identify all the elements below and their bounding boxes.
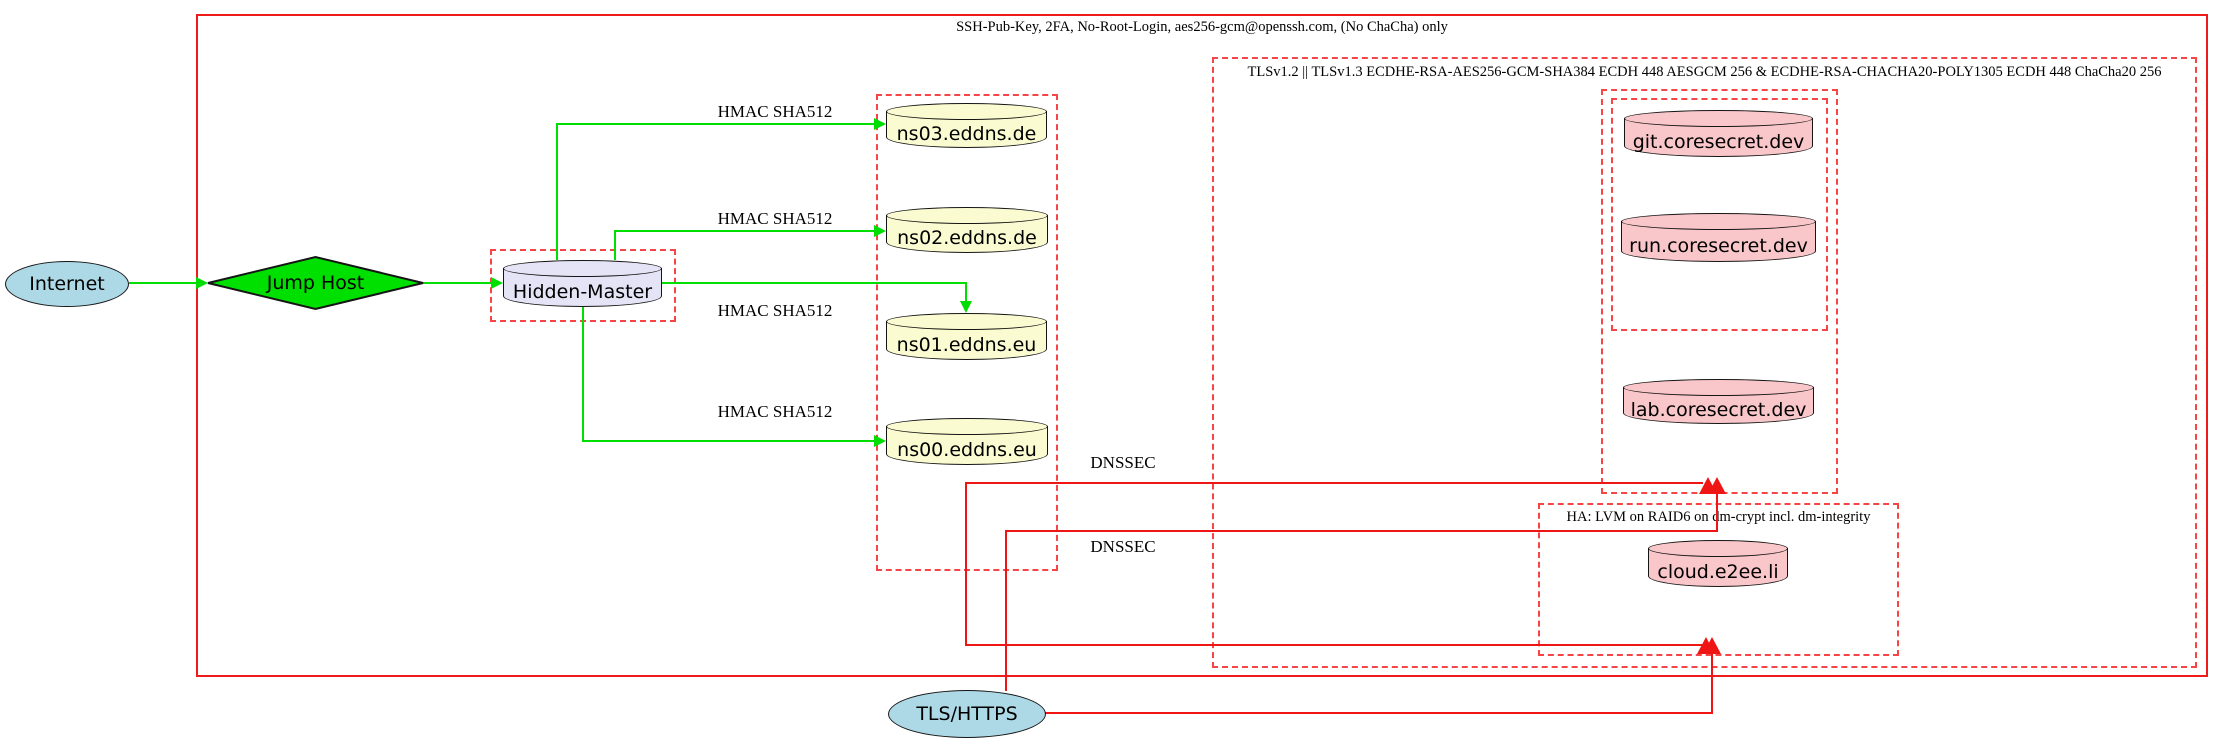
node-hidden-master-label: Hidden-Master <box>512 280 653 303</box>
arrowhead-hm-ns02 <box>874 225 886 237</box>
cluster-dns <box>876 94 1058 571</box>
node-ns00-label: ns00.eddns.eu <box>897 438 1037 461</box>
node-run-label: run.coresecret.dev <box>1629 234 1808 257</box>
edge-dnssec-ha <box>965 644 1702 646</box>
node-cloud: cloud.e2ee.li <box>1648 540 1788 587</box>
node-git-label: git.coresecret.dev <box>1632 130 1805 153</box>
node-lab: lab.coresecret.dev <box>1623 379 1814 424</box>
node-git: git.coresecret.dev <box>1624 110 1813 157</box>
edge-label-hmac-4: HMAC SHA512 <box>717 402 833 421</box>
cluster-web-inner <box>1611 98 1828 331</box>
cluster-ssh-outer: SSH-Pub-Key, 2FA, No-Root-Login, aes256-… <box>196 14 2208 677</box>
node-ns02-label: ns02.eddns.de <box>897 227 1037 250</box>
edge-label-hmac-1: HMAC SHA512 <box>717 102 833 121</box>
node-lab-label: lab.coresecret.dev <box>1630 398 1807 421</box>
cluster-tls: TLSv1.2 || TLSv1.3 ECDHE-RSA-AES256-GCM-… <box>1212 57 2197 668</box>
node-ns03-label: ns03.eddns.de <box>896 122 1037 145</box>
edge-internet-jumphost <box>129 282 197 284</box>
cluster-ha-label: HA: LVM on RAID6 on dm-crypt incl. dm-in… <box>1566 509 1871 525</box>
arrowhead-jumphost-hiddenmaster <box>491 277 503 289</box>
cluster-ha: HA: LVM on RAID6 on dm-crypt incl. dm-in… <box>1538 503 1899 656</box>
node-cloud-label: cloud.e2ee.li <box>1657 560 1779 583</box>
node-ns02: ns02.eddns.de <box>886 207 1048 253</box>
node-hidden-master: Hidden-Master <box>503 260 662 307</box>
edge-hm-ns02 <box>614 230 874 232</box>
edge-tls-web <box>1005 530 1718 532</box>
edge-tls-web-riser <box>1005 530 1007 691</box>
edge-tls-ha <box>1045 712 1713 714</box>
node-tls-https: TLS/HTTPS <box>888 690 1046 738</box>
edge-hm-ns00-drop <box>582 306 584 441</box>
arrowhead-tls-ha <box>1703 637 1721 654</box>
node-ns03: ns03.eddns.de <box>886 103 1047 148</box>
arrowhead-hm-ns01 <box>960 301 972 313</box>
node-internet: Internet <box>5 261 129 307</box>
arrowhead-tls-web <box>1708 477 1726 494</box>
arrowhead-hm-ns00 <box>874 435 886 447</box>
cluster-tls-label: TLSv1.2 || TLSv1.3 ECDHE-RSA-AES256-GCM-… <box>1247 64 2162 80</box>
node-ns01: ns01.eddns.eu <box>886 313 1047 360</box>
edge-hm-ns02-riser <box>614 230 616 260</box>
cluster-ssh-label: SSH-Pub-Key, 2FA, No-Root-Login, aes256-… <box>956 19 1448 35</box>
arrowhead-hm-ns03 <box>874 118 886 130</box>
node-ns01-label: ns01.eddns.eu <box>896 333 1037 356</box>
edge-hm-ns00 <box>582 440 874 442</box>
edge-dnssec-shared-riser <box>965 482 967 646</box>
arrowhead-internet-jumphost <box>196 277 208 289</box>
node-internet-label: Internet <box>29 273 105 295</box>
edge-dnssec-web <box>965 482 1703 484</box>
edge-hm-ns03-riser <box>556 123 558 260</box>
edge-tls-web-up <box>1716 494 1718 532</box>
edge-hm-ns01 <box>661 282 967 284</box>
edge-label-hmac-2: HMAC SHA512 <box>717 209 833 228</box>
edge-tls-ha-up <box>1711 654 1713 714</box>
edge-label-dnssec-1: DNSSEC <box>1090 453 1156 472</box>
node-ns00: ns00.eddns.eu <box>886 418 1048 465</box>
edge-label-hmac-3: HMAC SHA512 <box>717 301 833 320</box>
edge-hm-ns03 <box>556 123 874 125</box>
edge-label-dnssec-2: DNSSEC <box>1090 537 1156 556</box>
diamond-shape <box>207 255 424 311</box>
node-jump-host: Jump Host <box>206 255 425 311</box>
edge-jumphost-hiddenmaster <box>423 282 491 284</box>
node-jump-host-label: Jump Host <box>266 272 365 294</box>
edge-hm-ns01-drop <box>965 282 967 302</box>
node-tls-https-label: TLS/HTTPS <box>916 703 1018 725</box>
node-run: run.coresecret.dev <box>1621 213 1816 262</box>
